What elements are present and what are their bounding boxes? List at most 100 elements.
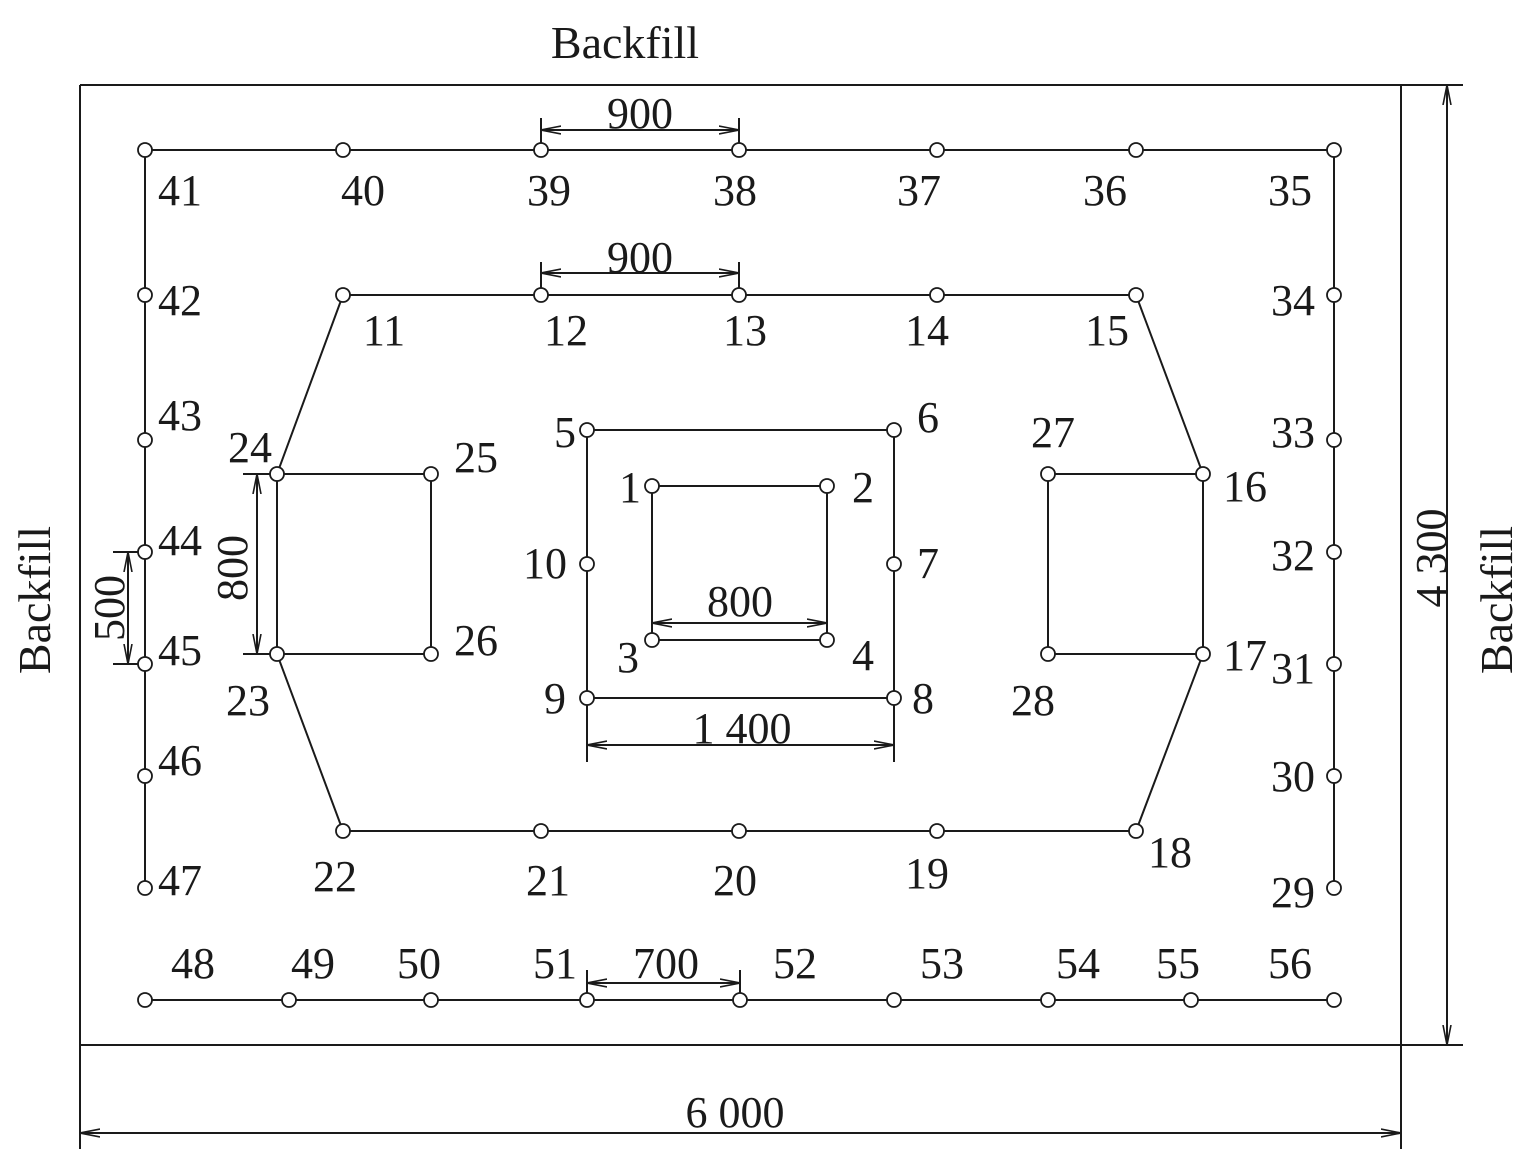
point-marker bbox=[1195, 466, 1211, 482]
monitoring-point: 4 bbox=[819, 631, 874, 680]
monitoring-point: 53 bbox=[886, 939, 964, 1008]
point-label: 25 bbox=[454, 433, 498, 482]
monitoring-point: 2 bbox=[819, 463, 874, 512]
point-marker bbox=[929, 823, 945, 839]
point-marker bbox=[1040, 992, 1056, 1008]
monitoring-point: 3 bbox=[617, 632, 660, 682]
point-marker bbox=[137, 142, 153, 158]
monitoring-point: 19 bbox=[905, 823, 949, 898]
point-marker bbox=[1195, 646, 1211, 662]
point-label: 15 bbox=[1085, 306, 1129, 355]
point-label: 4 bbox=[852, 631, 874, 680]
dim-left-column-spacing: 500 bbox=[85, 575, 134, 641]
monitoring-point: 22 bbox=[313, 823, 357, 901]
point-label: 55 bbox=[1156, 939, 1200, 988]
monitoring-point: 33 bbox=[1271, 408, 1342, 457]
pit-boundary bbox=[79, 84, 1463, 1149]
left-box-line bbox=[277, 473, 432, 655]
dim-top-row-spacing: 900 bbox=[607, 89, 673, 138]
point-label: 38 bbox=[713, 166, 757, 215]
point-label: 30 bbox=[1271, 752, 1315, 801]
monitoring-point: 11 bbox=[335, 287, 405, 355]
monitoring-point: 41 bbox=[137, 142, 202, 215]
point-marker bbox=[533, 823, 549, 839]
point-label: 13 bbox=[723, 306, 767, 355]
monitoring-point: 6 bbox=[886, 393, 939, 442]
point-label: 27 bbox=[1031, 408, 1075, 457]
point-marker bbox=[423, 992, 439, 1008]
point-label: 17 bbox=[1223, 631, 1267, 680]
point-marker bbox=[819, 478, 835, 494]
monitoring-point: 14 bbox=[905, 287, 949, 355]
point-label: 5 bbox=[554, 408, 576, 457]
point-marker bbox=[137, 992, 153, 1008]
monitoring-point: 30 bbox=[1271, 752, 1342, 801]
monitoring-point: 49 bbox=[281, 939, 335, 1008]
point-marker bbox=[335, 823, 351, 839]
point-label: 47 bbox=[158, 856, 202, 905]
point-marker bbox=[886, 556, 902, 572]
point-marker bbox=[335, 142, 351, 158]
point-label: 54 bbox=[1056, 939, 1100, 988]
point-label: 40 bbox=[341, 166, 385, 215]
monitoring-point: 50 bbox=[397, 939, 441, 1008]
monitoring-point: 29 bbox=[1271, 868, 1342, 917]
point-label: 28 bbox=[1011, 676, 1055, 725]
monitoring-point: 37 bbox=[897, 142, 945, 215]
point-label: 31 bbox=[1271, 644, 1315, 693]
monitoring-point: 39 bbox=[527, 142, 571, 215]
dim-total-width: 6 000 bbox=[686, 1088, 785, 1137]
monitoring-point: 44 bbox=[137, 516, 202, 565]
point-marker bbox=[1326, 880, 1342, 896]
point-label: 7 bbox=[917, 539, 939, 588]
point-marker bbox=[579, 422, 595, 438]
point-marker bbox=[1326, 287, 1342, 303]
point-label: 50 bbox=[397, 939, 441, 988]
monitoring-point: 18 bbox=[1128, 823, 1192, 877]
point-label: 33 bbox=[1271, 408, 1315, 457]
point-marker bbox=[886, 992, 902, 1008]
point-label: 37 bbox=[897, 166, 941, 215]
point-label: 44 bbox=[158, 516, 202, 565]
point-label: 21 bbox=[526, 856, 570, 905]
point-marker bbox=[1128, 823, 1144, 839]
monitoring-point: 24 bbox=[228, 423, 285, 482]
point-label: 10 bbox=[523, 539, 567, 588]
monitoring-point: 56 bbox=[1268, 939, 1342, 1008]
monitoring-point: 45 bbox=[137, 626, 202, 675]
point-label: 18 bbox=[1148, 828, 1192, 877]
point-label: 24 bbox=[228, 423, 272, 472]
point-marker bbox=[269, 646, 285, 662]
monitoring-point: 10 bbox=[523, 539, 595, 588]
point-label: 6 bbox=[917, 393, 939, 442]
monitoring-point: 26 bbox=[423, 616, 498, 665]
monitoring-point: 25 bbox=[423, 433, 498, 482]
point-label: 14 bbox=[905, 306, 949, 355]
monitoring-point: 35 bbox=[1268, 142, 1342, 215]
point-marker bbox=[929, 142, 945, 158]
point-marker bbox=[137, 544, 153, 560]
point-marker bbox=[731, 287, 747, 303]
point-label: 36 bbox=[1083, 166, 1127, 215]
point-marker bbox=[335, 287, 351, 303]
monitoring-point: 46 bbox=[137, 736, 202, 785]
monitoring-point: 13 bbox=[723, 287, 767, 355]
point-label: 46 bbox=[158, 736, 202, 785]
point-marker bbox=[644, 478, 660, 494]
monitoring-point: 54 bbox=[1040, 939, 1100, 1008]
point-marker bbox=[137, 768, 153, 784]
point-label: 22 bbox=[313, 852, 357, 901]
monitoring-point: 40 bbox=[335, 142, 385, 215]
dim-middle-width: 1 400 bbox=[693, 704, 792, 753]
point-marker bbox=[1326, 432, 1342, 448]
right-box-line bbox=[1047, 473, 1203, 655]
point-label: 41 bbox=[158, 166, 202, 215]
monitoring-point: 12 bbox=[533, 287, 588, 355]
point-label: 56 bbox=[1268, 939, 1312, 988]
point-marker bbox=[1040, 646, 1056, 662]
point-marker bbox=[137, 656, 153, 672]
point-marker bbox=[137, 432, 153, 448]
point-marker bbox=[137, 287, 153, 303]
point-label: 32 bbox=[1271, 531, 1315, 580]
